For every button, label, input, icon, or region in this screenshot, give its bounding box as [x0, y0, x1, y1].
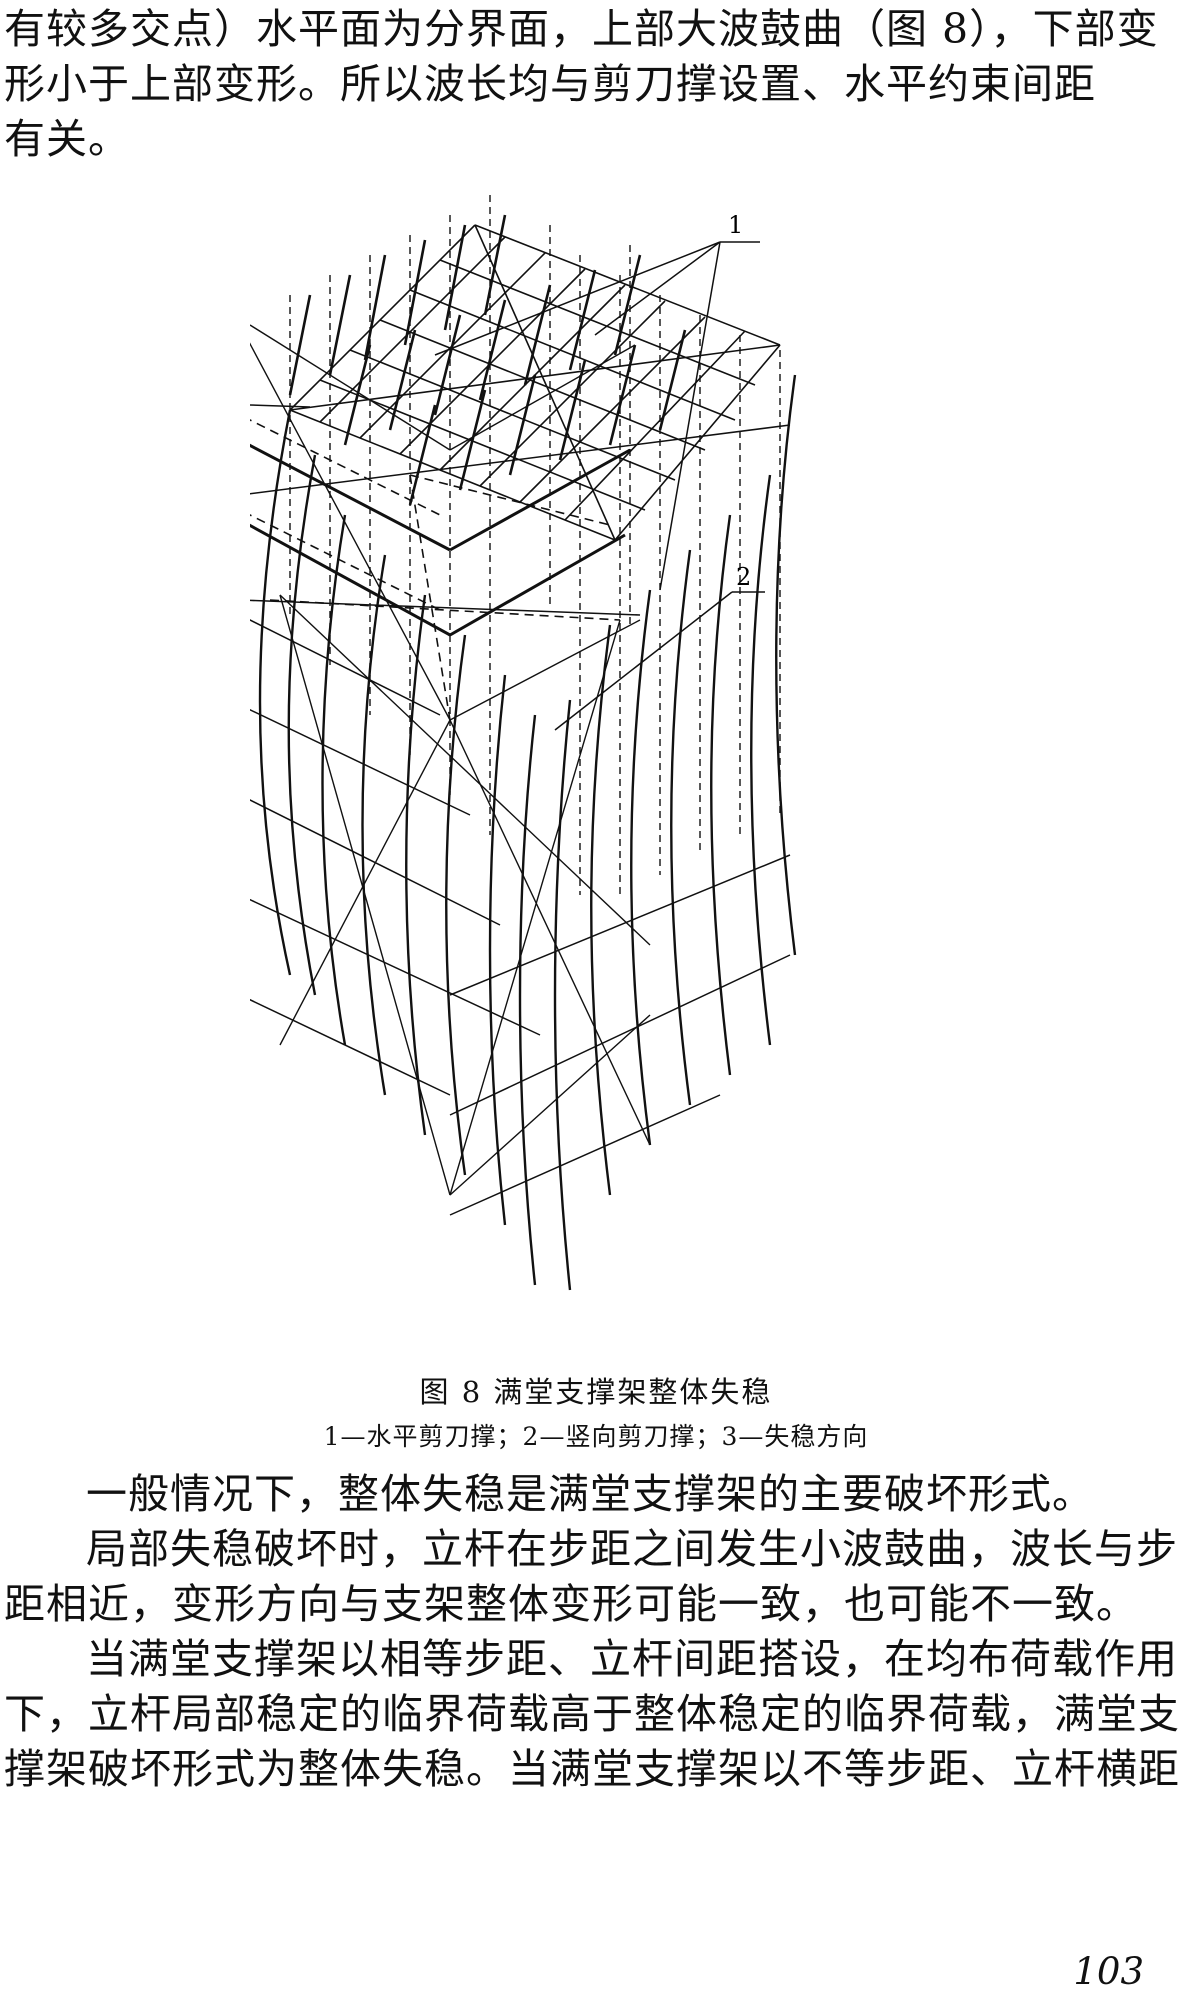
horizontal-bracing-heavy [250, 443, 631, 637]
body-paragraph: 一般情况下，整体失稳是满堂支撑架的主要破坏形式。 [4, 1467, 1184, 1522]
top-failure-zone-dashed [250, 419, 621, 721]
horizontal-bracing [250, 404, 791, 1216]
text-line: 形小于上部变形。所以波长均与剪刀撑设置、水平约束间距 [4, 60, 1096, 108]
callout-label-1: 1 [728, 211, 743, 239]
body-paragraph: 当满堂支撑架以相等步距、立杆间距搭设，在均布荷载作用 下，立杆局部稳定的临界荷载… [4, 1632, 1184, 1797]
text-line: 局部失稳破坏时，立杆在步距之间发生小波鼓曲，波长与步 [86, 1525, 1178, 1573]
text-line: 一般情况下，整体失稳是满堂支撑架的主要破坏形式。 [86, 1470, 1094, 1518]
scaffold-instability-figure: 1 2 3 [250, 195, 797, 1291]
text-line: 下，立杆局部稳定的临界荷载高于整体稳定的临界荷载，满堂支 [4, 1690, 1180, 1738]
text-line: 当满堂支撑架以相等步距、立杆间距搭设，在均布荷载作用 [86, 1635, 1178, 1683]
load-arrows [288, 214, 687, 506]
buckled-uprights [258, 374, 797, 1291]
page-number: 103 [1073, 1950, 1144, 1993]
text-line: 有关。 [4, 115, 130, 163]
figure-caption-legend: 1—水平剪刀撑；2—竖向剪刀撑；3—失稳方向 [323, 1422, 869, 1451]
body-paragraph: 局部失稳破坏时，立杆在步距之间发生小波鼓曲，波长与步 距相近，变形方向与支架整体… [4, 1522, 1184, 1632]
top-paragraph: 有较多交点）水平面为分界面，上部大波鼓曲（图 8），下部变 形小于上部变形。所以… [4, 2, 1184, 167]
scissor-bracing [250, 324, 651, 1196]
text-line: 距相近，变形方向与支架整体变形可能一致，也可能不一致。 [4, 1580, 1138, 1628]
text-line: 有较多交点）水平面为分界面，上部大波鼓曲（图 8），下部变 [4, 5, 1159, 53]
callout-leaders [434, 241, 765, 731]
callout-label-2: 2 [736, 563, 751, 591]
text-line: 撑架破坏形式为整体失稳。当满堂支撑架以不等步距、立杆横距 [4, 1745, 1180, 1793]
original-uprights-dashed [289, 195, 781, 895]
scaffold-top-grid [289, 224, 781, 541]
figure-caption-title: 图 8 满堂支撑架整体失稳 [419, 1375, 773, 1409]
